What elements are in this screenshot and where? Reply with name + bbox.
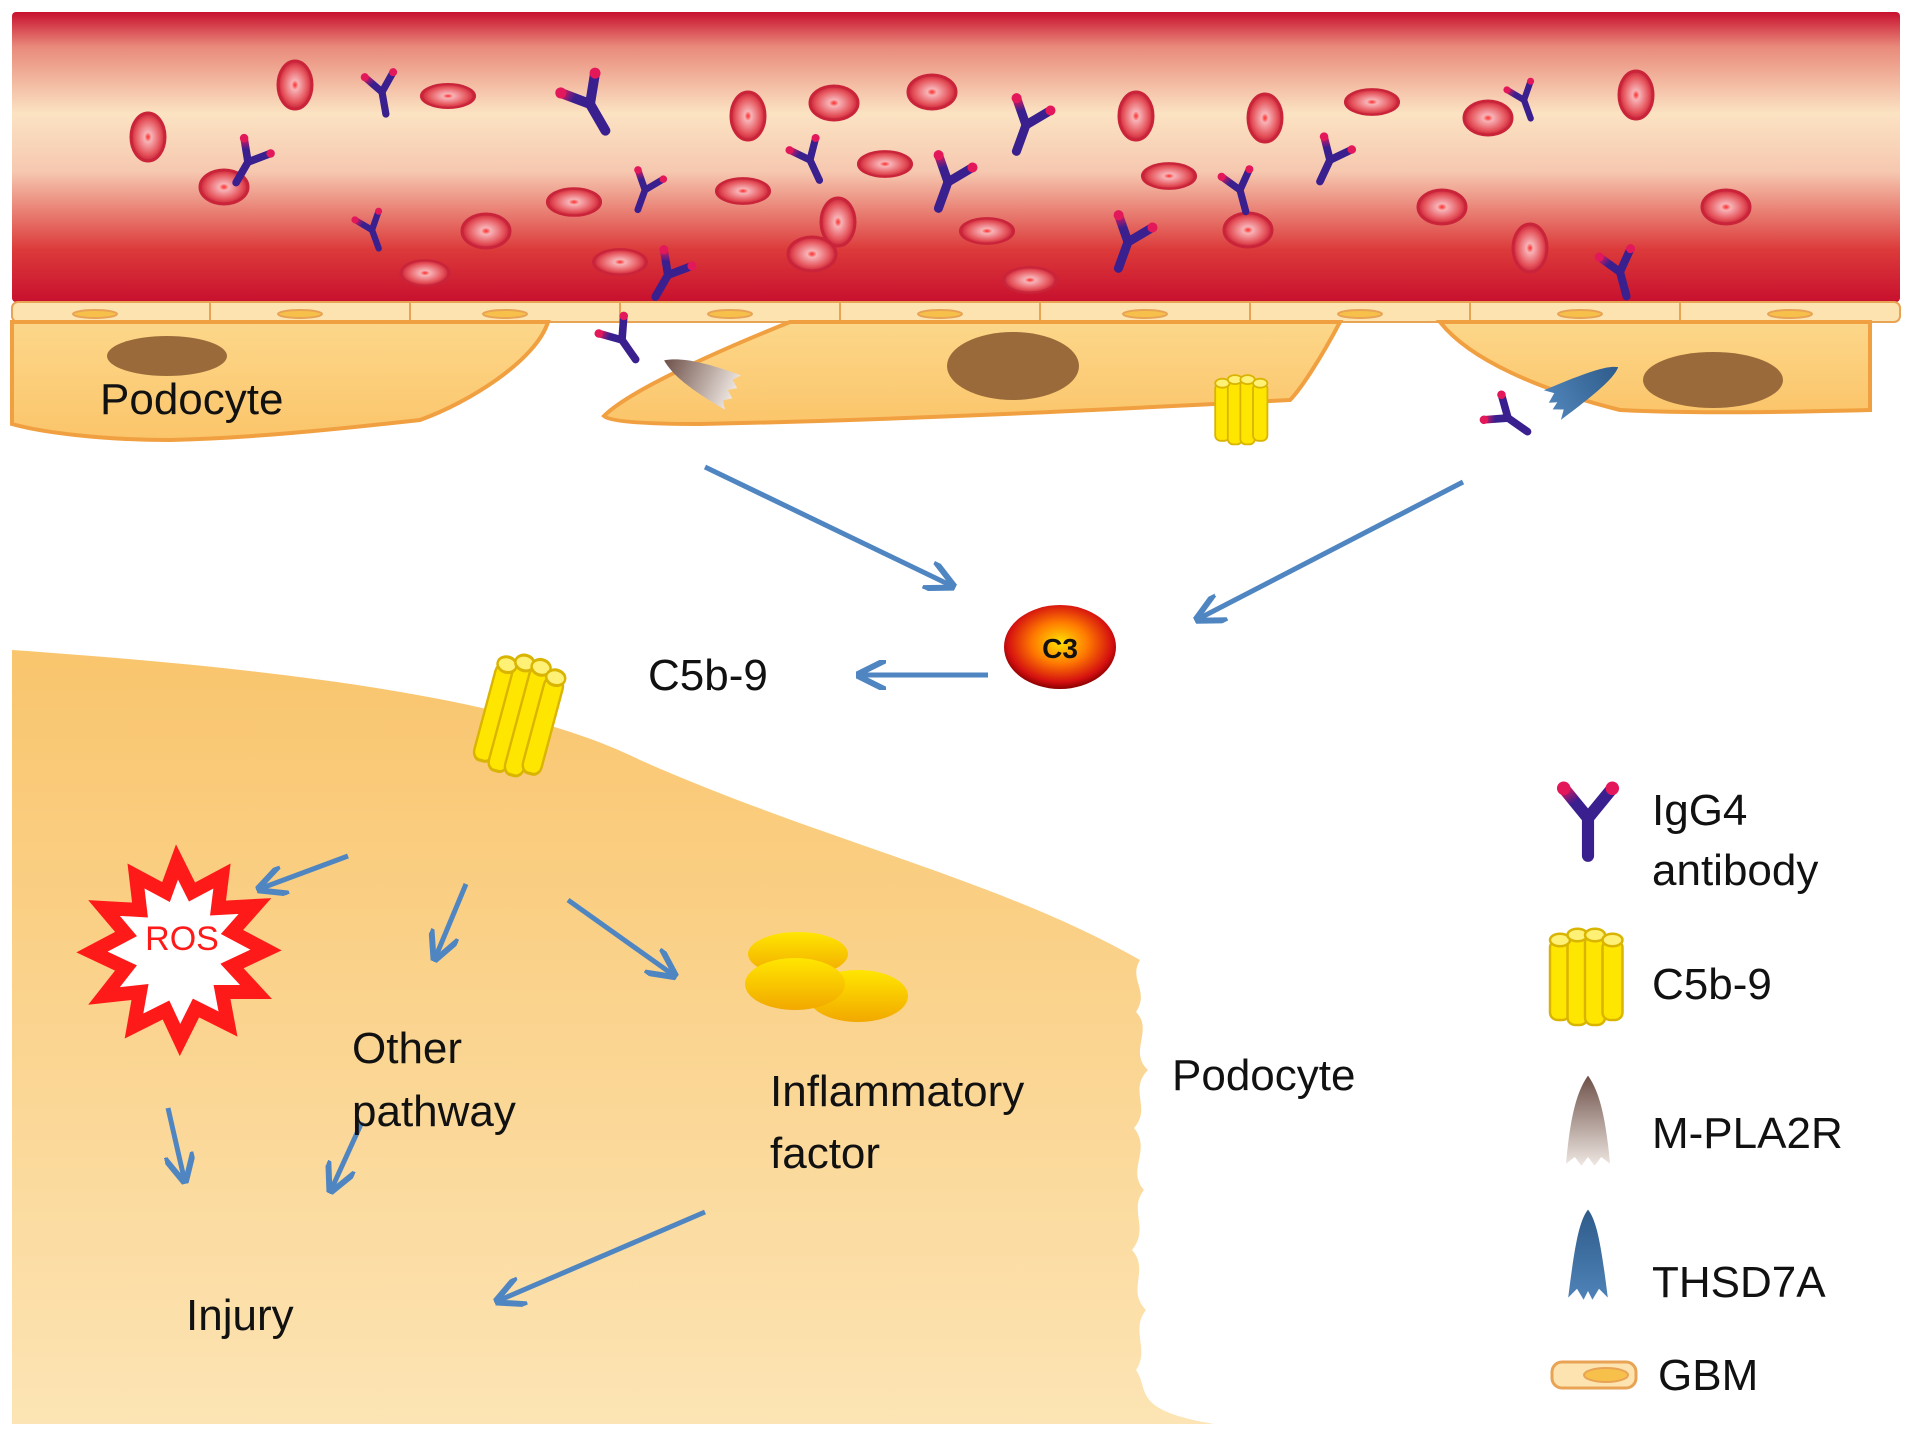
top-podocyte-left <box>10 320 551 443</box>
blood-vessel <box>12 12 1900 302</box>
red-blood-cell <box>460 212 512 250</box>
red-blood-cell <box>1617 69 1655 121</box>
legend-item-m-pla2r: M-PLA2R <box>1566 1075 1843 1166</box>
legend: IgG4 antibody C5b-9 M-PLA2R THSD7A GBM <box>1548 781 1843 1400</box>
red-blood-cell <box>1140 161 1198 191</box>
red-blood-cell <box>808 84 860 122</box>
large-podocyte <box>12 650 1214 1424</box>
inflammatory-label-line2: factor <box>770 1129 880 1178</box>
red-blood-cell <box>1462 99 1514 137</box>
arrow-to-c3-left <box>703 464 950 585</box>
gbm-cell-icon <box>1550 1360 1638 1390</box>
legend-m-pla2r-label: M-PLA2R <box>1652 1109 1843 1158</box>
red-blood-cell <box>399 258 451 288</box>
legend-igg4-line2: antibody <box>1652 846 1818 895</box>
legend-item-gbm: GBM <box>1550 1351 1758 1400</box>
arrow-other-to-injury <box>332 1120 365 1188</box>
legend-igg4-line1: IgG4 <box>1652 786 1747 835</box>
red-blood-cell <box>591 247 649 277</box>
arrow-inflammatory-to-injury <box>500 1209 706 1300</box>
red-blood-cell <box>1700 188 1752 226</box>
legend-item-c5b9: C5b-9 <box>1548 927 1772 1027</box>
red-blood-cell <box>1416 188 1468 226</box>
other-pathway-label-line2: pathway <box>352 1087 516 1136</box>
red-blood-cell <box>1343 87 1401 117</box>
podocyte-bottom-label: Podocyte <box>1172 1051 1355 1100</box>
inflammatory-label-line1: Inflammatory <box>770 1067 1024 1116</box>
arrow-to-inflammatory <box>566 897 672 974</box>
c5b9-complex-membrane <box>1214 374 1269 446</box>
red-blood-cell <box>129 111 167 163</box>
ros-burst: ROS <box>76 844 282 1057</box>
red-blood-cell <box>856 149 914 179</box>
arrow-to-other-pathway <box>436 883 469 956</box>
legend-item-thsd7a: THSD7A <box>1568 1209 1826 1307</box>
legend-gbm-label: GBM <box>1658 1351 1758 1400</box>
other-pathway-label-line1: Other <box>352 1024 462 1073</box>
red-blood-cell <box>1001 265 1059 295</box>
c3-complement: C3 <box>1004 605 1116 689</box>
red-blood-cell <box>1511 222 1549 274</box>
red-blood-cell <box>1222 211 1274 249</box>
igg4-antibody-bound <box>1478 389 1539 448</box>
c5b9-complex-icon <box>1548 927 1624 1027</box>
red-blood-cell <box>906 73 958 111</box>
red-blood-cell <box>714 176 772 206</box>
top-podocyte-middle <box>601 320 1344 427</box>
legend-thsd7a-label: THSD7A <box>1652 1258 1826 1307</box>
m-pla2r-icon <box>1566 1075 1610 1166</box>
c5b9-pathway-label: C5b-9 <box>648 651 768 700</box>
red-blood-cell <box>419 82 477 110</box>
red-blood-cell <box>1246 92 1284 144</box>
red-blood-cell <box>729 90 767 142</box>
igg4-antibody-icon <box>1556 781 1620 862</box>
red-blood-cell <box>786 235 838 273</box>
red-blood-cell <box>1117 90 1155 142</box>
c3-label: C3 <box>1042 633 1078 664</box>
injury-label: Injury <box>186 1291 294 1340</box>
thsd7a-icon <box>1568 1209 1608 1300</box>
legend-item-igg4: IgG4 antibody <box>1556 781 1818 895</box>
ros-label: ROS <box>145 920 219 958</box>
arrow-ros-to-injury <box>168 1107 184 1178</box>
legend-c5b9-label: C5b-9 <box>1652 960 1772 1009</box>
podocyte-top-label: Podocyte <box>100 375 283 424</box>
gbm-layer <box>11 301 1901 323</box>
red-blood-cell <box>276 59 314 111</box>
inflammatory-factor-icon <box>745 932 908 1022</box>
top-podocyte-right <box>1435 320 1872 415</box>
arrow-to-ros <box>262 853 349 888</box>
red-blood-cell <box>545 186 603 218</box>
arrow-to-c3-right <box>1200 479 1465 618</box>
red-blood-cell <box>958 216 1016 246</box>
